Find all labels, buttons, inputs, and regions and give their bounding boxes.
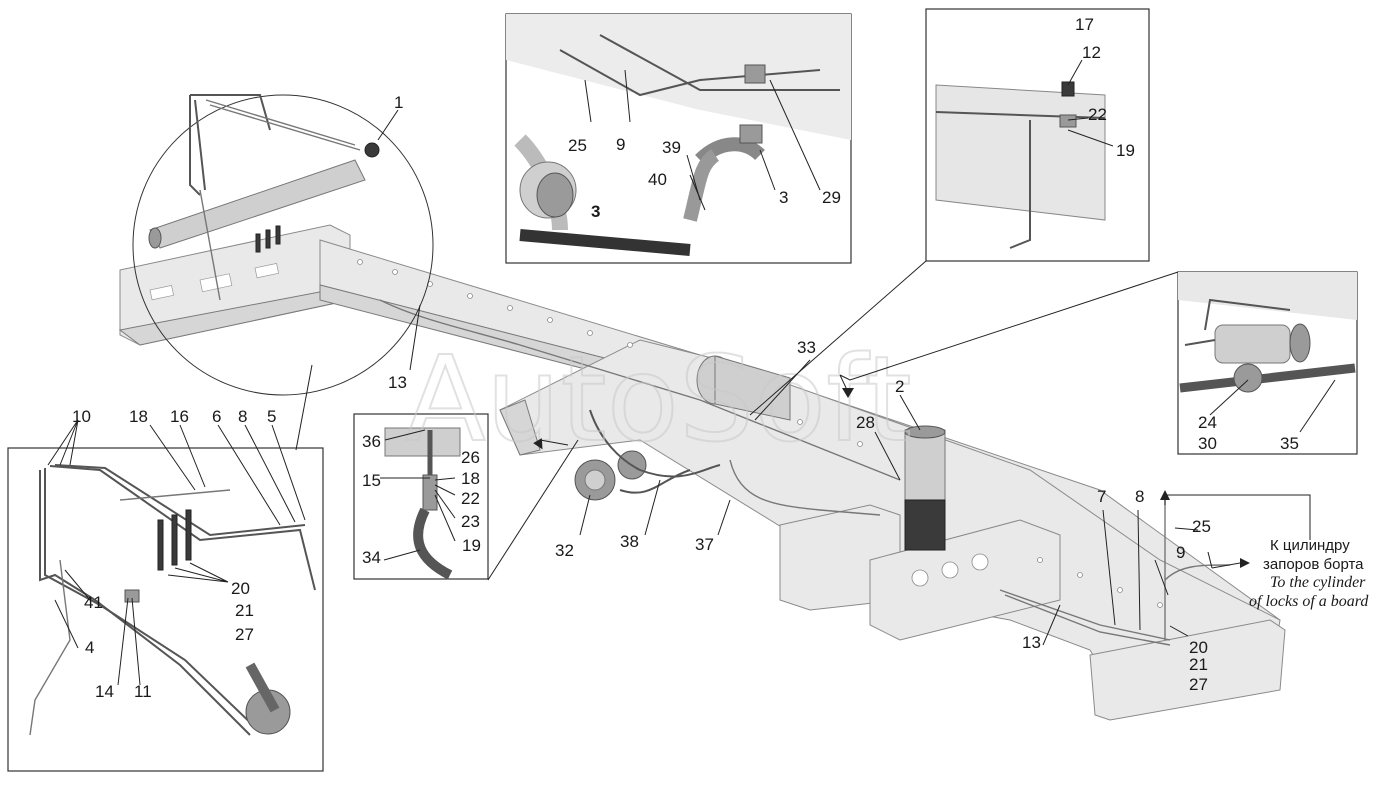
detail-box-connector bbox=[353, 413, 489, 580]
label-25-box: 25 bbox=[568, 136, 587, 155]
label-8-frame: 8 bbox=[1135, 487, 1144, 506]
label-36: 36 bbox=[362, 432, 381, 451]
detail-box-pipe-clamp bbox=[505, 13, 852, 264]
label-9-box: 9 bbox=[616, 135, 625, 154]
label-29: 29 bbox=[822, 188, 841, 207]
label-15: 15 bbox=[362, 471, 381, 490]
label-24: 24 bbox=[1198, 413, 1217, 432]
label-6: 6 bbox=[212, 407, 221, 426]
label-3-clamp: 3 bbox=[779, 188, 788, 207]
label-14: 14 bbox=[95, 682, 114, 701]
label-18-connector: 18 bbox=[461, 469, 480, 488]
label-13-front: 13 bbox=[388, 373, 407, 392]
label-5: 5 bbox=[267, 407, 276, 426]
label-9-frame: 9 bbox=[1176, 543, 1185, 562]
label-12: 12 bbox=[1082, 43, 1101, 62]
label-22-connector: 22 bbox=[461, 489, 480, 508]
label-20-box: 20 bbox=[231, 579, 250, 598]
vehicle-frame bbox=[118, 224, 1286, 721]
label-1: 1 bbox=[394, 93, 403, 112]
label-27-box: 27 bbox=[235, 625, 254, 644]
label-32: 32 bbox=[555, 541, 574, 560]
caption-ru-line1: К цилиндру bbox=[1270, 537, 1350, 554]
label-27-frame: 27 bbox=[1189, 675, 1208, 694]
label-17: 17 bbox=[1075, 15, 1094, 34]
label-41: 41 bbox=[84, 593, 103, 612]
label-21-box: 21 bbox=[235, 601, 254, 620]
label-25-frame: 25 bbox=[1192, 517, 1211, 536]
label-37: 37 bbox=[695, 535, 714, 554]
label-21-frame: 21 bbox=[1189, 655, 1208, 674]
label-11: 11 bbox=[134, 682, 152, 701]
label-34: 34 bbox=[362, 548, 381, 567]
detail-box-valve bbox=[1177, 271, 1358, 455]
label-22-bracket: 22 bbox=[1088, 105, 1107, 124]
label-26: 26 bbox=[461, 448, 480, 467]
caption-en-line1: To the cylinder bbox=[1270, 574, 1366, 591]
label-19-connector: 19 bbox=[462, 536, 481, 555]
label-23: 23 bbox=[461, 512, 480, 531]
label-30: 30 bbox=[1198, 434, 1217, 453]
caption-destination: К цилиндру запоров борта To the cylinder… bbox=[1249, 537, 1369, 610]
callout-labels: 1 2 3 3 4 5 6 7 8 8 9 9 10 11 12 13 13 1… bbox=[72, 15, 1299, 701]
label-7: 7 bbox=[1097, 487, 1106, 506]
detail-box-tap bbox=[7, 447, 324, 772]
label-18-box: 18 bbox=[129, 407, 148, 426]
label-2: 2 bbox=[895, 377, 904, 396]
label-4: 4 bbox=[85, 638, 94, 657]
label-40: 40 bbox=[648, 170, 667, 189]
caption-en-line2: of locks of a board bbox=[1249, 593, 1369, 610]
label-28: 28 bbox=[856, 413, 875, 432]
label-16: 16 bbox=[170, 407, 189, 426]
label-20-frame: 20 bbox=[1189, 638, 1208, 657]
label-13-rear: 13 bbox=[1022, 633, 1041, 652]
caption-ru-line2: запоров борта bbox=[1263, 556, 1364, 573]
label-38: 38 bbox=[620, 532, 639, 551]
label-39: 39 bbox=[662, 138, 681, 157]
label-3-box: 3 bbox=[591, 202, 600, 221]
label-8-box: 8 bbox=[238, 407, 247, 426]
watermark-text: AutoSoft bbox=[405, 330, 912, 468]
arrows bbox=[533, 388, 1250, 568]
label-35: 35 bbox=[1280, 434, 1299, 453]
leader-lines bbox=[47, 59, 1336, 686]
label-19-bracket: 19 bbox=[1116, 141, 1135, 160]
detail-box-bracket bbox=[925, 8, 1150, 262]
detail-circle-front bbox=[132, 94, 434, 396]
label-10: 10 bbox=[72, 407, 91, 426]
label-33: 33 bbox=[797, 338, 816, 357]
